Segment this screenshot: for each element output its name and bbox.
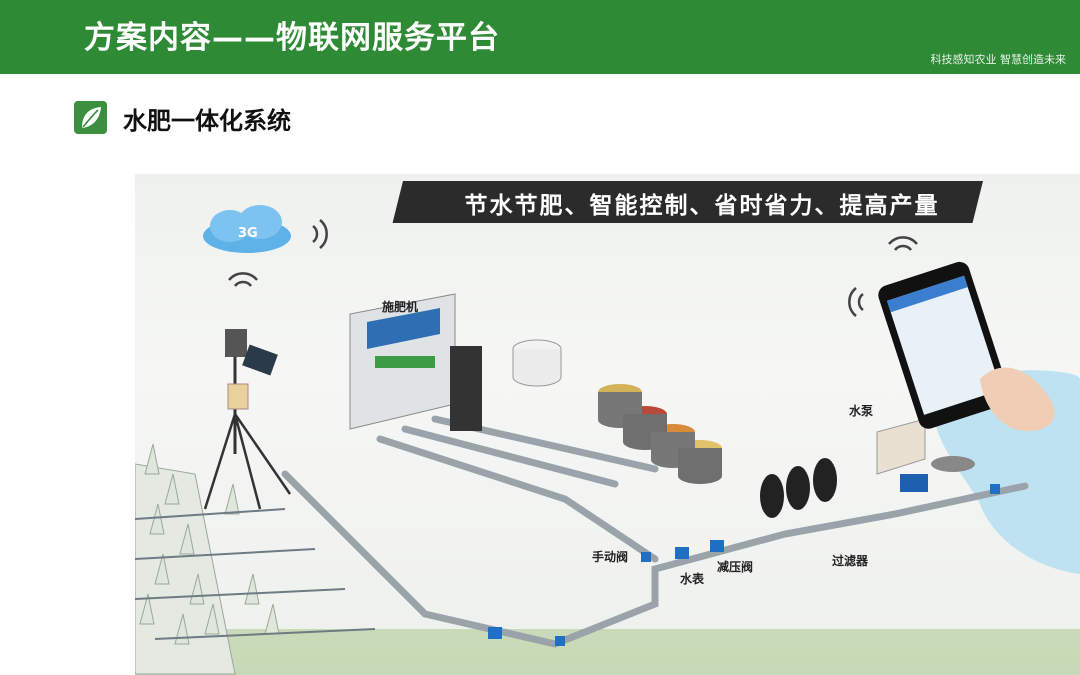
- cloud-label: 3G: [238, 226, 258, 241]
- header-slogan: 科技感知农业 智慧创造未来: [930, 53, 1067, 66]
- fertilizer-machine-icon: [349, 293, 482, 431]
- wifi-signal-icon: [228, 219, 918, 317]
- smartphone-icon: [878, 261, 1010, 429]
- filter-icon: [760, 458, 837, 518]
- section-title: 水肥一体化系统: [123, 107, 291, 135]
- label-manual-valve: 手动阀: [592, 550, 629, 564]
- drip-lines: [135, 508, 376, 640]
- header-bar: 方案内容——物联网服务平台 科技感知农业 智慧创造未来: [0, 0, 1080, 74]
- hand-icon: [980, 367, 1055, 431]
- label-fertilizer-machine: 施肥机: [382, 300, 419, 314]
- label-water-meter: 水表: [680, 572, 705, 586]
- cloud-icon: [203, 205, 291, 253]
- slogan-banner-text: 节水节肥、智能控制、省时省力、提高产量: [464, 192, 940, 219]
- irrigation-diagram: 3G 施肥机 水泵 手动阀 水表 减压阀 过滤器: [135, 174, 1080, 675]
- label-water-pump: 水泵: [849, 404, 874, 418]
- label-filter: 过滤器: [832, 554, 869, 568]
- valves: [488, 484, 1000, 646]
- diagram-artwork: [135, 205, 1080, 675]
- weather-station-icon: [203, 329, 292, 510]
- mixing-tank-icon: [512, 339, 722, 484]
- page-title: 方案内容——物联网服务平台: [84, 20, 500, 56]
- label-pressure-valve: 减压阀: [717, 560, 754, 574]
- leaf-icon: [74, 101, 107, 134]
- water-pump-icon: [876, 418, 975, 492]
